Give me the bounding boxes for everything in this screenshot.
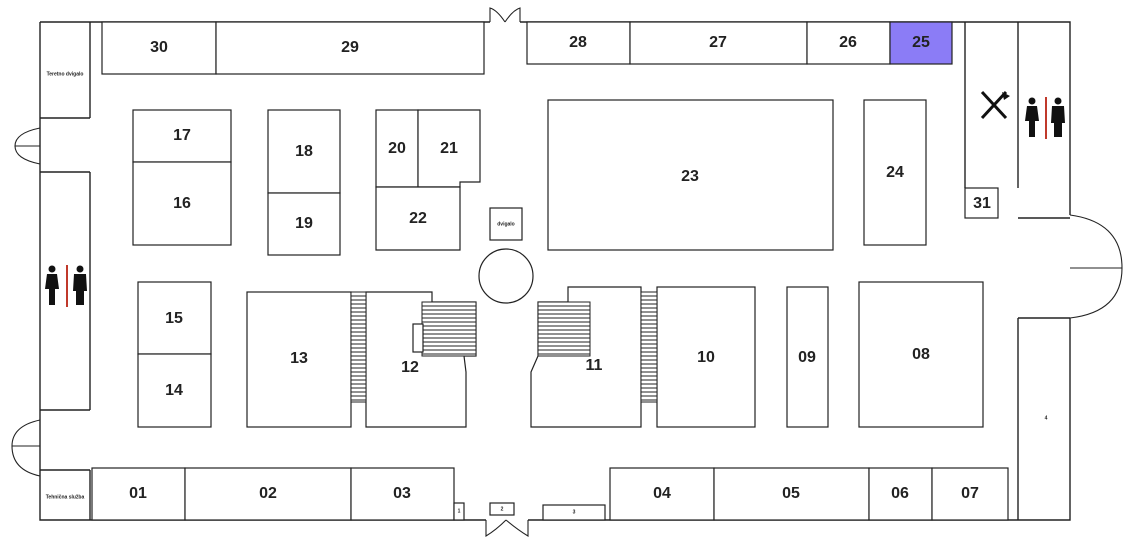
unit-28[interactable] xyxy=(526,21,631,65)
door-right[interactable] xyxy=(1069,214,1123,319)
elevator-center-label: dvigalo xyxy=(497,221,515,227)
unit-07[interactable] xyxy=(931,467,1009,521)
unit-29[interactable] xyxy=(215,21,485,75)
escalator-12 xyxy=(421,301,477,357)
stairs-left xyxy=(350,291,367,403)
stair-frame xyxy=(537,301,591,357)
unit-13[interactable] xyxy=(246,291,352,428)
unit-22[interactable] xyxy=(375,186,461,251)
unit-20[interactable] xyxy=(375,109,419,188)
unit-25[interactable] xyxy=(889,21,953,65)
unit-31[interactable] xyxy=(964,187,999,219)
unit-04[interactable] xyxy=(609,467,715,521)
unit-17[interactable] xyxy=(132,109,232,163)
unit-02[interactable] xyxy=(184,467,352,521)
small-box-3[interactable] xyxy=(542,504,606,521)
atrium-circle xyxy=(478,248,534,304)
restroom-icon xyxy=(45,265,87,307)
small-box-1-label: 1 xyxy=(458,508,461,514)
technical-service-label: Tehnična služba xyxy=(46,494,85,500)
outer-wall xyxy=(39,21,1071,521)
unit-03[interactable] xyxy=(350,467,455,521)
stair-frame xyxy=(421,301,477,357)
escalator-11 xyxy=(537,301,591,357)
unit-05[interactable] xyxy=(713,467,870,521)
unit-19[interactable] xyxy=(267,192,341,256)
unit-16[interactable] xyxy=(132,161,232,246)
door-left-upper[interactable] xyxy=(14,127,41,165)
unit-23[interactable] xyxy=(547,99,834,251)
escalator-landing xyxy=(412,323,424,353)
small-box-1[interactable] xyxy=(453,502,465,521)
unit-30[interactable] xyxy=(101,21,217,75)
elevator-center[interactable] xyxy=(489,207,523,241)
unit-18[interactable] xyxy=(267,109,341,194)
unit-09[interactable] xyxy=(786,286,829,428)
fork-knife-icon xyxy=(980,90,1010,120)
unit-21[interactable] xyxy=(417,109,481,188)
unit-01[interactable] xyxy=(91,467,186,521)
unit-06[interactable] xyxy=(868,467,933,521)
small-box-4-label: 4 xyxy=(1045,415,1048,421)
unit-10[interactable] xyxy=(656,286,756,428)
door-bottom[interactable] xyxy=(485,519,529,537)
restroom-icon xyxy=(1025,97,1065,139)
small-box-3-label: 3 xyxy=(573,509,576,515)
stairs-right xyxy=(640,291,658,403)
small-box-2-label: 2 xyxy=(501,506,504,512)
small-box-2[interactable] xyxy=(489,502,515,516)
unit-14[interactable] xyxy=(137,353,212,428)
door-left-lower[interactable] xyxy=(11,419,41,477)
unit-24[interactable] xyxy=(863,99,927,246)
freight-elevator-label: Teretno dvigalo xyxy=(47,71,84,77)
unit-08[interactable] xyxy=(858,281,984,428)
door-top[interactable] xyxy=(489,7,521,23)
unit-27[interactable] xyxy=(629,21,808,65)
unit-15[interactable] xyxy=(137,281,212,355)
unit-26[interactable] xyxy=(806,21,891,65)
